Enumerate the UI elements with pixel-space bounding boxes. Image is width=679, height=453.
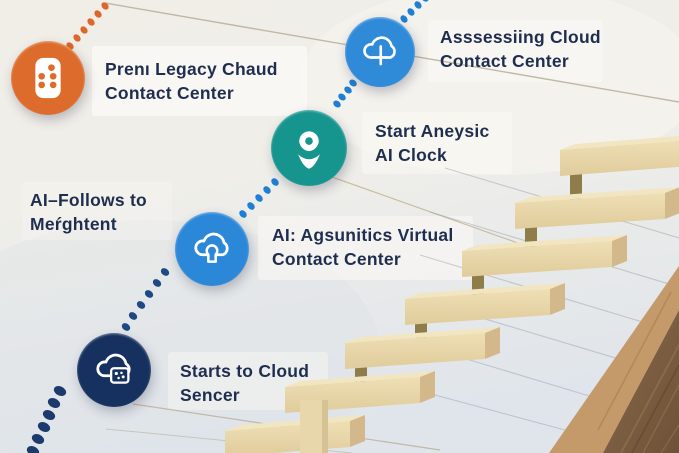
label-line: Prenı Legacy Chaud xyxy=(105,59,278,79)
label-line: Start Aneysic xyxy=(375,121,490,141)
step-node-legacy xyxy=(11,41,85,115)
dotted-segment-orange xyxy=(66,2,109,50)
cloud-upload-icon xyxy=(363,36,396,66)
dark-wood-corner xyxy=(549,266,679,453)
step-label-virtual: AI: Agsunitics Virtual Contact Center xyxy=(272,223,454,271)
dotted-segment-blue-top xyxy=(400,0,429,23)
step-node-virtual xyxy=(175,212,249,286)
step-node-start-ai xyxy=(271,110,347,186)
label-line: Starts to Cloud xyxy=(180,361,310,381)
cloud-image-icon xyxy=(96,353,131,384)
step-label-legacy: Prenı Legacy Chaud Contact Center xyxy=(105,57,278,105)
dialpad-icon xyxy=(35,57,61,99)
step-node-assessing xyxy=(345,17,415,87)
cloud-keyhole-icon xyxy=(194,232,229,263)
wooden-steps xyxy=(225,136,679,453)
dotted-segment-navy-bottom xyxy=(26,386,67,453)
step-label-start-ai: Start Aneysic AI Clock xyxy=(375,119,489,167)
label-line: AI–Follows to xyxy=(30,190,147,210)
label-line: Meŕghtent xyxy=(30,214,117,234)
label-line: AI: Agsunitics Virtual xyxy=(272,225,454,245)
label-line: AI Clock xyxy=(375,145,448,165)
dotted-segment-blue-lower xyxy=(239,178,279,218)
dotted-segment-blue-mid xyxy=(333,79,357,108)
location-pin-icon xyxy=(298,131,320,169)
label-line: Contact Center xyxy=(440,51,569,71)
label-line: Contact Center xyxy=(272,249,401,269)
label-line: Sencer xyxy=(180,385,240,405)
step-node-sencer xyxy=(77,333,151,407)
label-line: Asssessiing Cloud xyxy=(440,27,601,47)
floating-label-ai-follows: AI–Follows to Meŕghtent xyxy=(30,188,147,236)
step-label-sencer: Starts to Cloud Sencer xyxy=(180,359,309,407)
label-line: Contact Center xyxy=(105,83,234,103)
dotted-segment-navy-upper xyxy=(121,268,170,331)
step-label-assessing: Asssessiing Cloud Contact Center xyxy=(440,25,601,73)
